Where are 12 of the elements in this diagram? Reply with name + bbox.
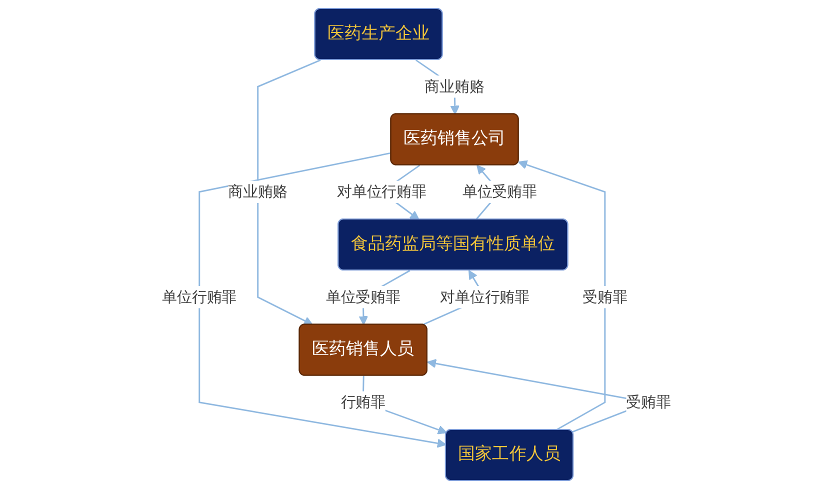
edge-label: 受贿罪 xyxy=(626,393,671,410)
edge-label: 对单位行贿罪 xyxy=(440,288,530,306)
edge-label: 行贿罪 xyxy=(340,393,386,410)
edge-label: 商业贿赂 xyxy=(424,78,484,95)
edge-label: 单位行贿罪 xyxy=(162,288,237,306)
edge-label: 单位受贿罪 xyxy=(462,182,537,200)
edge-label: 受贿罪 xyxy=(582,288,628,306)
arrow xyxy=(518,160,606,431)
arrow xyxy=(257,59,321,326)
edge-label: 单位受贿罪 xyxy=(326,288,400,306)
edge-label: 对单位行贿罪 xyxy=(337,182,426,200)
edge-label: 商业贿赂 xyxy=(228,182,288,200)
